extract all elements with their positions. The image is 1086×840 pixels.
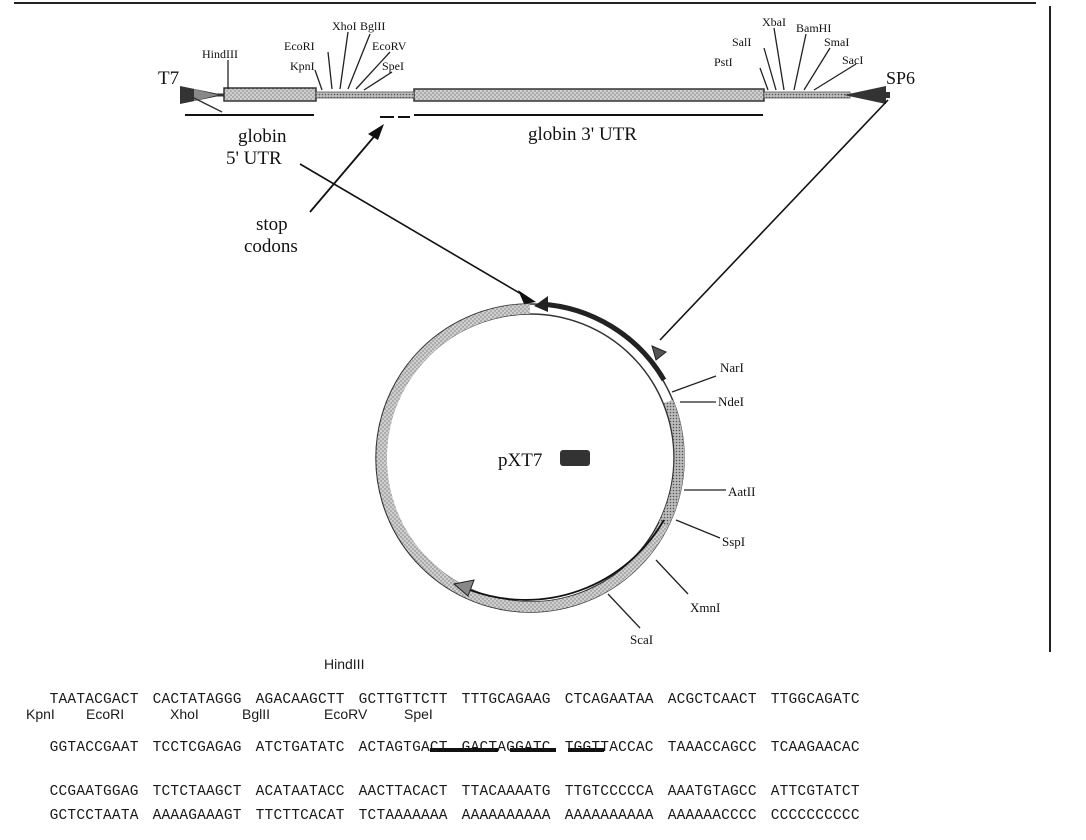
stop-codons-label-line1: stop [256,214,288,235]
right-site-ticks [759,27,857,91]
seq-r3-c3: ACATAATACC [255,784,345,800]
sequence-row1-sites: HindIII [0,656,1086,674]
site-bamhi-label: BamHI [796,21,831,35]
site-saci-label: SacI [842,53,863,67]
site-ecorv-label: EcoRV [372,39,407,53]
seq-r3-c6: TTGTCCCCCA [564,784,654,800]
site-ecori-label: EcoRI [284,39,315,53]
utr3-label: globin 3' UTR [528,124,637,145]
seq-site-bglii: BglII [242,706,271,722]
seq-r2-c7: TAAACCAGCC [667,740,757,756]
seq-r1-c8: TTGGCAGATC [770,692,860,708]
site-xhoi-label: XhoI [332,19,357,33]
plasmid-insert-segment [539,301,667,382]
site-ndei-label: NdeI [718,394,744,409]
utr5-label-line2: 5' UTR [226,148,282,169]
sp6-arrow [844,86,886,104]
seq-site-kpni: KpnI [26,706,55,722]
site-nari-label: NarI [720,360,744,375]
site-bglii-label: BglII [360,19,385,33]
diagram-canvas: T7 SP6 HindIII KpnI EcoRI XhoI BglII Eco… [14,2,1051,752]
seq-r1-c2: CACTATAGGG [152,692,242,708]
stop-codons-label-line2: codons [244,236,298,257]
seq-r4-c1: GCTCCTAATA [49,808,139,824]
plasmid-name: pXT7 [498,450,542,471]
seq-r3-c7: AAATGTAGCC [667,784,757,800]
seq-r3-c8: ATTCGTATCT [770,784,860,800]
sp6-label: SP6 [886,68,915,88]
seq-site-ecori: EcoRI [86,706,125,722]
plasmid-orientation-arrow [469,519,665,601]
seq-site-hindiii: HindIII [324,656,365,672]
seq-r2-c5: GACTAGGATC [461,740,551,756]
seq-r3-c5: TTACAAAATG [461,784,551,800]
utr5-label-line1: globin [238,126,287,147]
seq-r4-c6: AAAAAAAAAA [564,808,654,824]
site-psti-label: PstI [714,55,733,69]
site-spei-label: SpeI [382,59,404,73]
seq-r3-c2: TCTCTAAGCT [152,784,242,800]
t7-label: T7 [158,68,179,89]
globin-3utr-box [413,88,765,102]
site-scai-label: ScaI [630,632,653,647]
seq-r1-c5: TTTGCAGAAG [461,692,551,708]
site-hindiii-label: HindIII [202,47,238,61]
seq-r3-c4: AACTTACACT [358,784,448,800]
linear-cassette [180,86,890,118]
seq-site-xhoi: XhoI [170,706,199,722]
left-site-ticks [227,31,393,91]
seq-site-ecorv: EcoRV [324,706,368,722]
seq-r2-c4: ACTAGTGACT [358,740,448,756]
seq-r4-c2: AAAAGAAAGT [152,808,242,824]
site-xbai-label: XbaI [762,15,786,29]
seq-r1-c7: ACGCTCAACT [667,692,757,708]
seq-r4-c7: AAAAAACCCC [667,808,757,824]
seq-r2-c6: TGGTTACCAC [564,740,654,756]
seq-r4-c3: TTCTTCACAT [255,808,345,824]
seq-r1-c1: TAATACGACT [49,692,139,708]
insert-guide-left [299,163,529,299]
seq-site-spei: SpeI [404,706,433,722]
site-smai-label: SmaI [824,35,849,49]
seq-r2-c8: TCAAGAACAC [770,740,860,756]
seq-r4-c4: TCTAAAAAAA [358,808,448,824]
plasmid-map [375,296,726,629]
seq-r4-c8: CCCCCCCCCC [770,808,860,824]
site-kpni-label: KpnI [290,59,315,73]
seq-r1-c4: GCTTGTTCTT [358,692,448,708]
site-xmni-label: XmnI [690,600,720,615]
stop-codons-arrow [309,131,379,213]
seq-r4-c5: AAAAAAAAAA [461,808,551,824]
site-sali-label: SalI [732,35,751,49]
seq-r1-c3: AGACAAGCTT [255,692,345,708]
site-aatii-label: AatII [728,484,755,499]
site-sspi-label: SspI [722,534,745,549]
seq-r3-c1: CCGAATGGAG [49,784,139,800]
seq-r2-c2: TCCTCGAGAG [152,740,242,756]
seq-r1-c6: CTCAGAATAA [564,692,654,708]
seq-r2-c1: GGTACCGAAT [49,740,139,756]
insert-guide-right [659,99,889,341]
sequence-row2-sites: KpnI EcoRI XhoI BglII EcoRV SpeI [0,706,1086,724]
seq-r2-c3: ATCTGATATC [255,740,345,756]
globin-5utr-box [223,87,317,102]
plasmid-name-redaction [560,450,590,466]
